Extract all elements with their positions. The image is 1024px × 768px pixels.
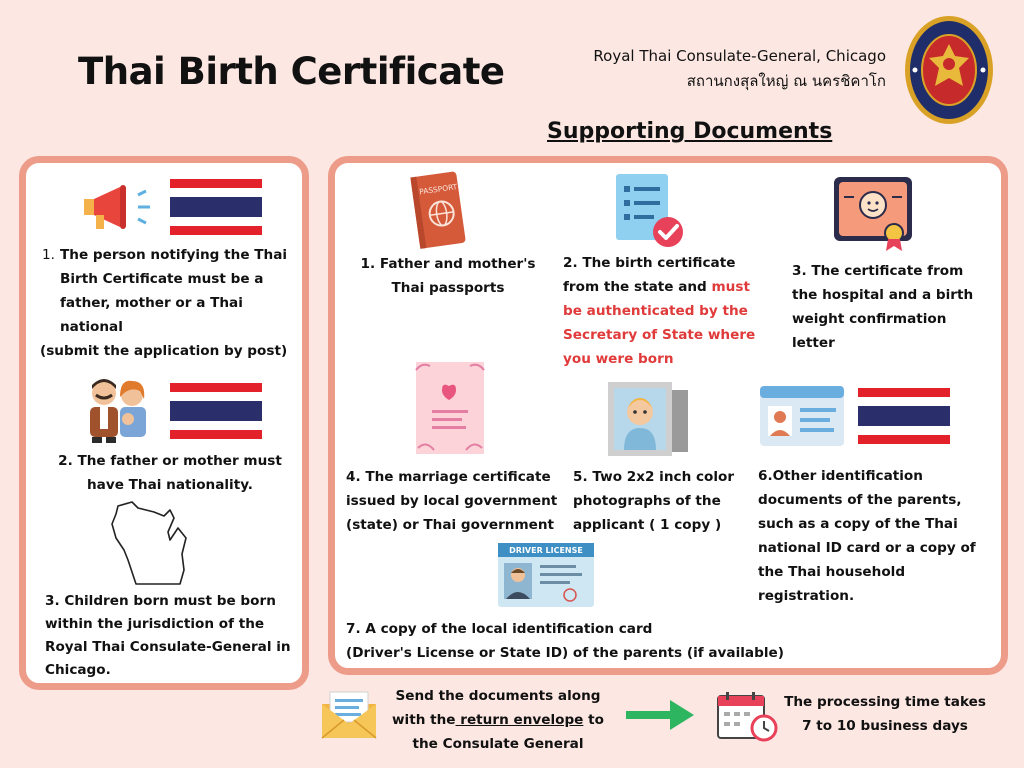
id-card-icon (760, 386, 844, 446)
thai-flag-icon (858, 388, 950, 444)
requirement-3: 3. Children born must be born within the… (45, 590, 293, 682)
requirement-1: 1. The person notifying the Thai Birth C… (40, 243, 296, 363)
document-2: 2. The birth certificate from the state … (563, 251, 763, 371)
document-2-line-mixed: from the state and must (563, 275, 763, 299)
document-3-line: weight confirmation (792, 311, 947, 327)
document-1-line: Thai passports (391, 280, 505, 296)
consulate-name: Royal Thai Consulate-General, Chicago สถ… (593, 44, 886, 94)
requirement-3-line: Chicago. (45, 662, 111, 678)
certified-document-icon (616, 174, 683, 247)
send-line-3: the Consulate General (412, 736, 584, 752)
document-2-line: 2. The birth certificate (563, 255, 736, 271)
passport-icon: PASSPORT (410, 171, 466, 249)
requirement-3-line: 3. Children born must be born (45, 593, 276, 609)
document-7-line: (Driver's License or State ID) of the pa… (346, 645, 784, 661)
thai-flag-icon (170, 383, 262, 439)
thai-flag-icon (170, 179, 262, 235)
document-4-line: (state) or Thai government (346, 517, 555, 533)
document-6-line: national ID card or a copy of (758, 540, 976, 556)
license-label: DRIVER LICENSE (509, 546, 583, 555)
marriage-certificate-icon (415, 362, 485, 454)
document-1-line: 1. Father and mother's (360, 256, 536, 272)
requirement-1-note: (submit the application by post) (40, 343, 288, 359)
send-line-2: with the return envelope to (383, 708, 613, 732)
family-icon (90, 379, 146, 443)
document-6: 6.Other identification documents of the … (758, 464, 988, 608)
document-3: 3. The certificate from the hospital and… (792, 259, 992, 355)
requirement-2-line: have Thai nationality. (87, 477, 253, 493)
requirement-1-line: father, mother or a Thai (60, 295, 243, 311)
document-5-line: 5. Two 2x2 inch color (573, 469, 735, 485)
document-5-line: applicant ( 1 copy ) (573, 517, 722, 533)
requirement-3-line: Royal Thai Consulate-General in (45, 639, 291, 655)
wisconsin-map-icon (111, 501, 187, 585)
requirement-1-line: The person notifying the Thai (60, 247, 288, 263)
megaphone-icon (84, 185, 150, 229)
document-2-highlight-line: be authenticated by the (563, 303, 748, 319)
consulate-seal-icon (905, 16, 993, 124)
requirement-1-number: 1. (42, 247, 55, 263)
document-5: 5. Two 2x2 inch color photographs of the… (573, 465, 753, 537)
page-title: Thai Birth Certificate (78, 50, 505, 93)
consulate-name-en: Royal Thai Consulate-General, Chicago (593, 47, 886, 65)
document-6-line: the Thai household (758, 564, 906, 580)
document-5-line: photographs of the (573, 493, 721, 509)
document-4-line: issued by local government (346, 493, 558, 509)
return-envelope-text: return envelope (455, 712, 584, 728)
document-2-highlight-line: you were born (563, 351, 674, 367)
document-6-line: documents of the parents, (758, 492, 962, 508)
document-6-line: 6.Other identification (758, 468, 923, 484)
requirement-3-line: within the jurisdiction of the (45, 616, 265, 632)
requirement-1-line: Birth Certificate must be a (60, 271, 264, 287)
send-line-2-post: to (583, 712, 604, 728)
document-6-line: registration. (758, 588, 855, 604)
document-2-text: from the state and (563, 279, 712, 295)
photo-icon (608, 382, 688, 456)
send-instructions: Send the documents along with the return… (383, 684, 613, 756)
document-2-highlight: must (711, 279, 750, 295)
requirement-1-line: national (60, 319, 123, 335)
send-line-1: Send the documents along (395, 688, 601, 704)
document-3-line: letter (792, 335, 835, 351)
document-3-line: 3. The certificate from (792, 263, 964, 279)
document-4-line: 4. The marriage certificate (346, 469, 551, 485)
document-6-line: such as a copy of the Thai (758, 516, 958, 532)
section-title: Supporting Documents (547, 119, 833, 144)
document-7: 7. A copy of the local identification ca… (346, 617, 806, 665)
baby-certificate-icon (834, 177, 912, 251)
driver-license-icon: DRIVER LICENSE (498, 543, 594, 607)
document-3-line: the hospital and a birth (792, 287, 974, 303)
consulate-name-th: สถานกงสุลใหญ่ ณ นครชิคาโก (686, 72, 886, 90)
document-2-highlight-line: Secretary of State where (563, 327, 756, 343)
document-4: 4. The marriage certificate issued by lo… (346, 465, 561, 537)
document-1: 1. Father and mother's Thai passports (358, 252, 538, 300)
envelope-icon (321, 691, 377, 739)
requirement-2: 2. The father or mother must have Thai n… (45, 449, 295, 497)
document-7-line: 7. A copy of the local identification ca… (346, 621, 653, 637)
requirement-2-line: 2. The father or mother must (58, 453, 282, 469)
processing-line-1: The processing time takes (784, 694, 986, 710)
processing-line-2: 7 to 10 business days (802, 718, 968, 734)
processing-time: The processing time takes 7 to 10 busine… (775, 690, 995, 738)
arrow-right-icon (626, 700, 694, 730)
calendar-clock-icon (717, 692, 778, 742)
send-line-2-pre: with the (392, 712, 456, 728)
